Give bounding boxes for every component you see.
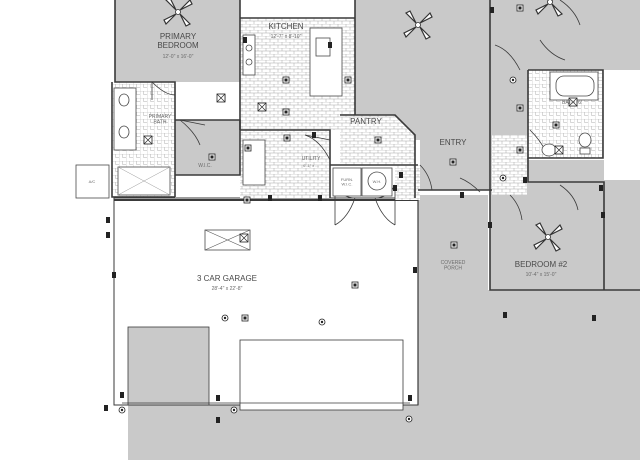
kitchen-island — [309, 27, 343, 97]
sink-icon — [118, 125, 130, 139]
furn-wic-label: FURN.W.I.C. — [341, 177, 353, 186]
ac-label: A/C — [89, 179, 96, 184]
pantry-label: PANTRY — [350, 117, 382, 126]
wh-label: W.H. — [373, 179, 382, 184]
bedroom-top-right-area — [490, 0, 640, 70]
garage-door-pad-left — [127, 326, 210, 406]
entry-label: ENTRY — [440, 138, 468, 147]
utility-label: UTILITY — [302, 156, 321, 162]
furnace-box — [332, 167, 362, 197]
bath-2-label: BATH #2 — [562, 100, 582, 106]
wic-area — [175, 120, 240, 175]
driveway-right — [400, 290, 640, 460]
bedroom-2-area — [490, 180, 640, 290]
utility-dims: 6'-1" x ... — [303, 163, 319, 168]
kitchen-label: KITCHEN — [268, 22, 303, 31]
garage-label: 3 CAR GARAGE — [197, 274, 257, 283]
primary-bedroom-dims: 12'-0" x 16'-0" — [163, 54, 194, 60]
garage-door-pad-right — [239, 339, 404, 411]
sink-icon — [118, 93, 130, 107]
hall-tile — [492, 135, 527, 195]
range-icon — [242, 34, 256, 76]
closet-area — [528, 160, 604, 182]
toilet-icon — [578, 132, 592, 148]
walls — [111, 0, 640, 291]
bedroom-2-dims: 10'-4" x 15'-0" — [526, 272, 557, 278]
water-heater-icon — [367, 171, 387, 191]
entry-tile — [395, 165, 420, 200]
kitchen-dims: 12'-7" x 8'-10" — [271, 34, 302, 40]
bedroom-2-label: BEDROOM #2 — [515, 260, 568, 269]
wic-label: W.I.C. — [198, 163, 212, 169]
driveway-bottom — [128, 405, 418, 460]
sink-icon — [315, 37, 331, 57]
ac-pad — [75, 164, 110, 199]
garage-dims: 28'-4" x 22'-8" — [212, 286, 243, 292]
sink-icon — [541, 143, 557, 157]
